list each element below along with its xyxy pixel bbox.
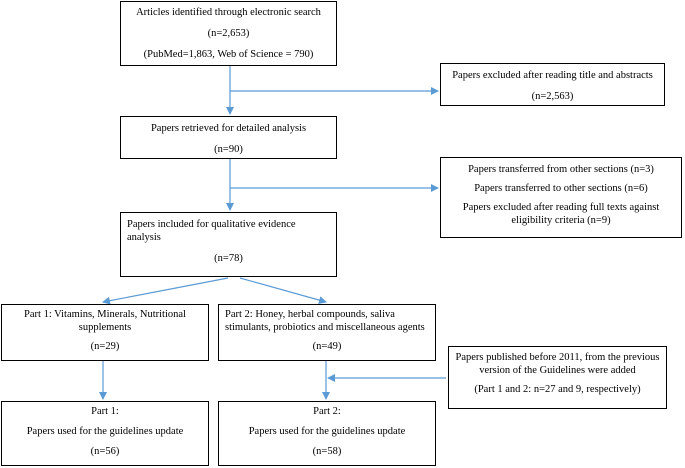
box-retrieved: Papers retrieved for detailed analysis (… [120, 116, 337, 159]
final1-count: (n=56) [90, 446, 120, 457]
box-search: Articles identified through electronic s… [120, 1, 337, 66]
final2-title: Part 2: [313, 406, 341, 417]
part1-label: Part 1: Vitamins, Minerals, Nutritional … [24, 309, 186, 333]
box-transfers: Papers transferred from other sections (… [440, 157, 682, 238]
pre2011-detail: (Part 1 and 2: n=27 and 9, respectively) [474, 384, 641, 395]
final1-label: Papers used for the guidelines update [26, 426, 184, 437]
transfers-to: Papers transferred to other sections (n=… [474, 183, 648, 194]
box-included: Papers included for qualitative evidence… [120, 212, 337, 277]
box-pre2011: Papers published before 2011, from the p… [448, 346, 667, 409]
retrieved-count: (n=90) [214, 144, 243, 155]
arrow-included-to-part1 [102, 277, 229, 305]
final1-title: Part 1: [91, 406, 119, 417]
search-count: (n=2,653) [207, 28, 250, 39]
included-label: Papers included for qualitative evidence… [127, 219, 296, 243]
search-detail: (PubMed=1,863, Web of Science = 790) [143, 49, 314, 60]
retrieved-label: Papers retrieved for detailed analysis [150, 123, 307, 134]
pre2011-label: Papers published before 2011, from the p… [455, 352, 660, 376]
box-final1: Part 1: Papers used for the guidelines u… [1, 401, 209, 466]
box-part2: Part 2: Honey, herbal compounds, saliva … [218, 304, 436, 361]
box-final2: Part 2: Papers used for the guidelines u… [218, 401, 436, 466]
search-label: Articles identified through electronic s… [136, 7, 321, 18]
final2-label: Papers used for the guidelines update [248, 426, 406, 437]
part2-count: (n=49) [312, 341, 342, 352]
transfers-from: Papers transferred from other sections (… [468, 164, 654, 175]
arrow-included-to-part2 [239, 277, 327, 304]
transfers-excluded: Papers excluded after reading full texts… [462, 202, 660, 226]
part2-label: Part 2: Honey, herbal compounds, saliva … [225, 309, 425, 333]
part1-count: (n=29) [90, 341, 120, 352]
box-part1: Part 1: Vitamins, Minerals, Nutritional … [1, 304, 209, 361]
box-excluded-title: Papers excluded after reading title and … [440, 63, 665, 106]
final2-count: (n=58) [312, 446, 342, 457]
included-count: (n=78) [214, 253, 243, 264]
excluded-title-count: (n=2,563) [531, 91, 574, 102]
excluded-title-label: Papers excluded after reading title and … [452, 70, 653, 81]
